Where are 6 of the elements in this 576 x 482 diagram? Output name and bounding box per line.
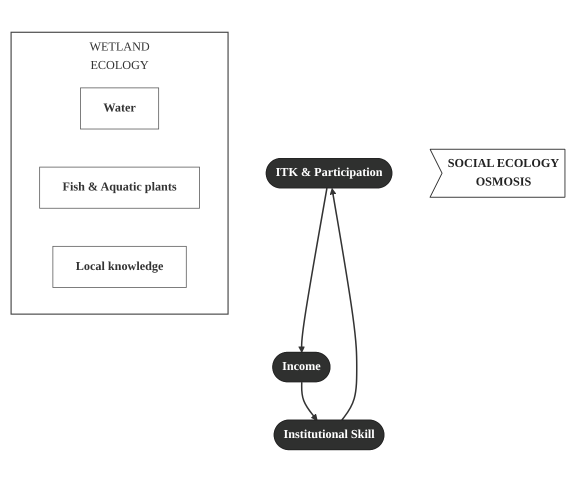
node-box: Water [80,88,160,130]
arrow [330,188,358,421]
node-box: Fish & Aquatic plants [39,166,200,209]
arrow [300,382,318,421]
node-box: Local knowledge [52,246,187,288]
arrow [298,188,328,353]
